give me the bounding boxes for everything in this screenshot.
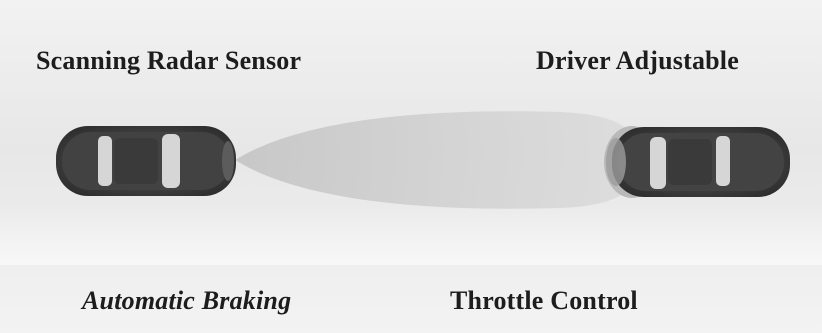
throttle-control-label: Throttle Control xyxy=(450,288,638,314)
host-vehicle-icon xyxy=(56,126,236,196)
automatic-braking-label: Automatic Braking xyxy=(82,288,291,314)
target-vehicle-icon xyxy=(604,126,790,198)
background-haze xyxy=(0,205,822,265)
radar-beam xyxy=(235,111,640,208)
driver-adjustable-label: Driver Adjustable xyxy=(536,48,739,74)
scanning-radar-sensor-label: Scanning Radar Sensor xyxy=(36,48,301,74)
